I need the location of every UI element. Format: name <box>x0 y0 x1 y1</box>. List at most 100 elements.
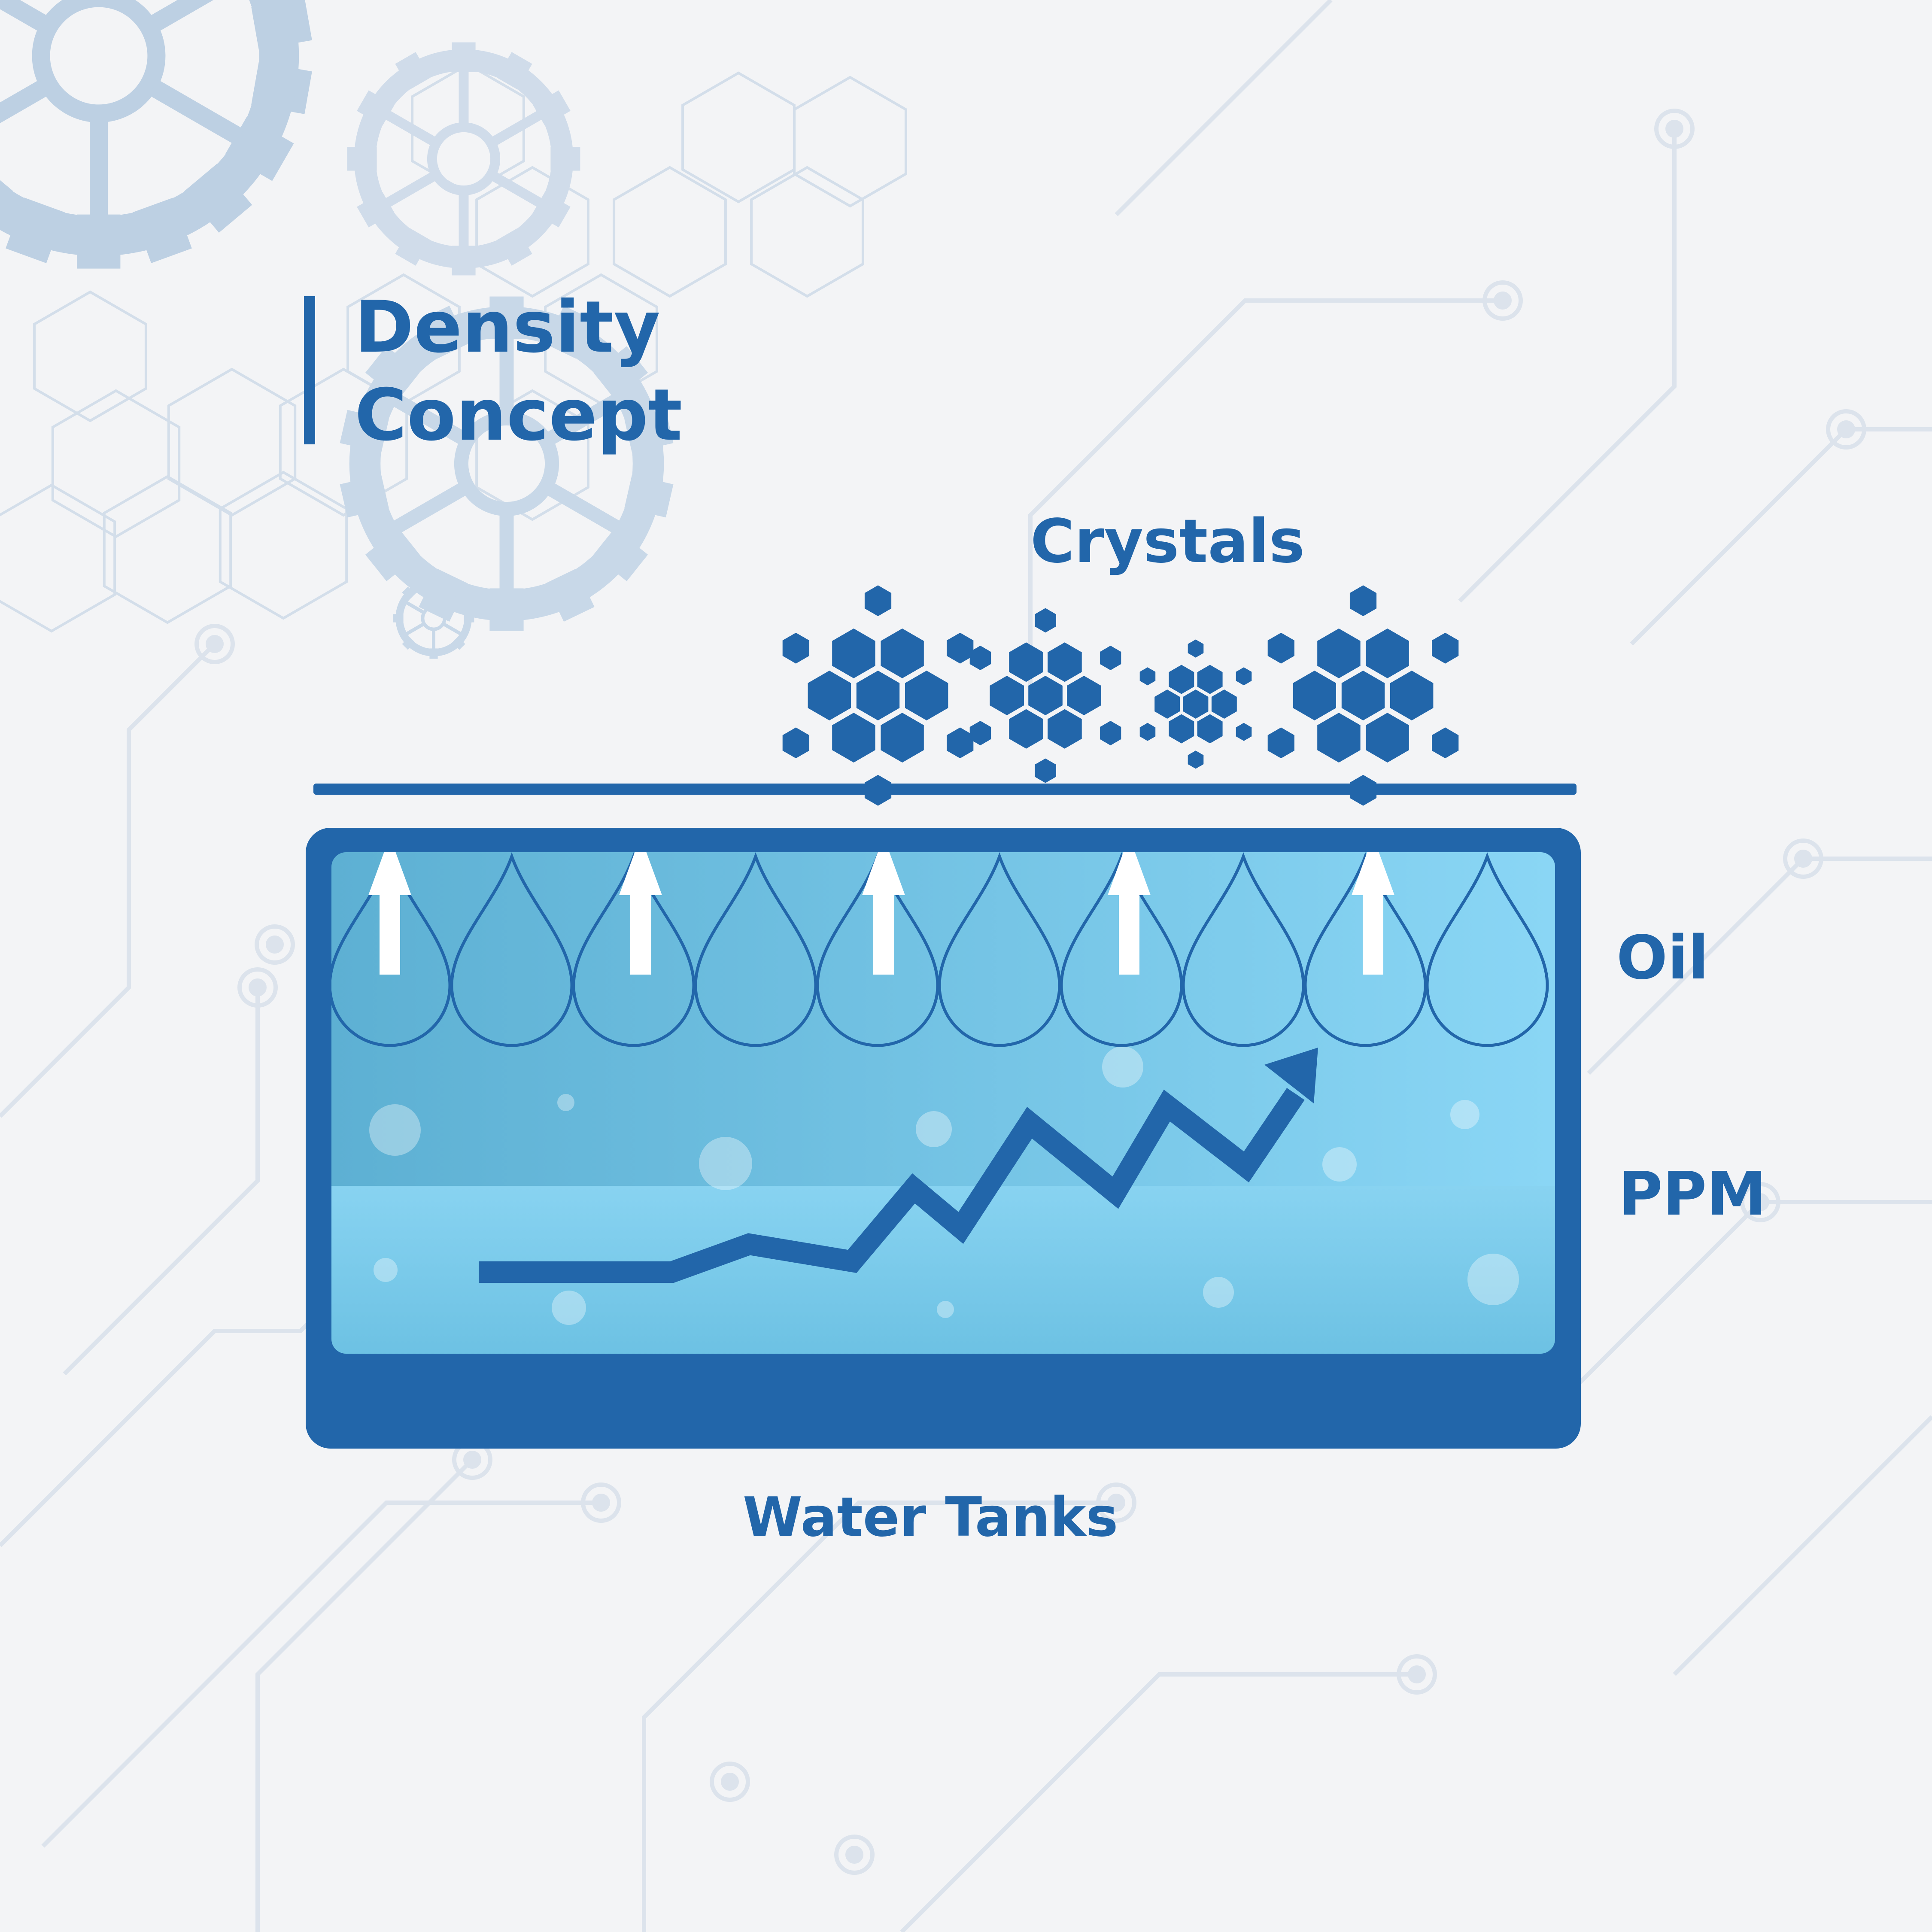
up-arrow-icon <box>1352 852 1394 975</box>
background-hexagon <box>103 475 232 624</box>
hexagon-crystal-icon <box>1317 713 1361 763</box>
hexagon-crystal-icon <box>1236 667 1252 686</box>
circuit-trace <box>63 987 260 1376</box>
circuit-trace <box>1115 0 1333 216</box>
up-arrow-icon <box>862 852 905 975</box>
hexagon-crystal-icon <box>1154 690 1180 719</box>
gear-icon <box>340 296 674 631</box>
hexagon-crystal-icon <box>864 775 892 806</box>
hexagon-crystal-icon <box>969 645 991 670</box>
circuit-node-core <box>1494 292 1512 310</box>
hexagon-crystal-icon <box>1048 709 1082 749</box>
hexagon-crystal-icon <box>1028 676 1063 715</box>
gear-icon <box>393 577 474 659</box>
hexagon-crystal-icon <box>905 671 948 720</box>
drop-icon <box>450 852 574 1047</box>
ppm-trend-line <box>479 1088 1305 1283</box>
drop-icon <box>938 852 1061 1047</box>
circuit-trace <box>642 1501 1116 1932</box>
title-line-1: Density <box>355 286 660 369</box>
drop-icon <box>1303 852 1427 1047</box>
circuit-node-core <box>592 1494 610 1512</box>
circuit-node-core <box>845 1846 863 1864</box>
label-water-tanks: Water Tanks <box>743 1485 1118 1549</box>
circuit-trace <box>255 1458 474 1932</box>
hexagon-crystal-icon <box>1349 775 1377 806</box>
circuit-trace <box>0 642 216 1118</box>
hexagon-crystal-icon <box>969 721 991 746</box>
background-hexagon <box>681 71 796 204</box>
oil-drops-group <box>331 852 1549 1047</box>
circuit-node-core <box>1665 120 1683 138</box>
circuit-node-core <box>1794 850 1812 868</box>
up-arrow-icon <box>368 852 411 975</box>
trend-arrow-icon <box>1264 1048 1318 1103</box>
label-crystals: Crystals <box>1030 507 1305 577</box>
hexagon-crystal-icon <box>1169 665 1194 694</box>
bubble-icon <box>1450 1100 1479 1129</box>
bubble-icon <box>557 1094 574 1111</box>
hexagon-crystal-icon <box>947 632 974 664</box>
circuit-node <box>237 967 278 1008</box>
hexagon-crystal-icon <box>1009 642 1043 682</box>
hexagon-crystal-icon <box>1267 727 1294 759</box>
circuit-trace <box>1673 1415 1932 1676</box>
hexagon-crystal-icon <box>856 671 900 720</box>
circuit-node <box>1740 1182 1780 1222</box>
circuit-node <box>1397 1654 1437 1695</box>
background-hexagon <box>0 483 116 633</box>
hexagon-crystal-icon <box>1139 723 1156 741</box>
hexagon-crystal-icon <box>864 585 892 617</box>
gear-decoration <box>0 0 674 659</box>
circuit-trace <box>1028 298 1503 687</box>
crystal-cluster <box>969 608 1121 783</box>
bubble-icon <box>916 1111 952 1147</box>
hexagon-crystal-icon <box>1139 667 1156 686</box>
circuit-trace <box>41 1501 601 1848</box>
hexagon-crystal-icon <box>1100 721 1121 746</box>
up-arrow-icon <box>1108 852 1151 975</box>
circuit-node <box>710 1762 750 1802</box>
drop-icon <box>1060 852 1183 1047</box>
hexagon-crystal-icon <box>1211 690 1237 719</box>
hexagon-crystal-icon <box>1197 665 1223 694</box>
hexagon-crystal-icon <box>881 713 924 763</box>
background-hexagon <box>475 166 589 298</box>
drop-icon <box>331 852 452 1047</box>
drop-icon <box>816 852 939 1047</box>
circuit-node-core <box>1837 420 1855 438</box>
circuit-node <box>1482 280 1523 321</box>
hexagon-crystal-icon <box>881 628 924 678</box>
circuit-node <box>255 924 295 965</box>
circuit-node <box>1826 409 1866 450</box>
circuit-node <box>1096 1482 1136 1523</box>
hexagon-crystal-icon <box>1067 676 1101 715</box>
bubble-icon <box>937 1301 954 1318</box>
hexagon-crystal-icon <box>832 713 875 763</box>
surface-line <box>313 784 1577 795</box>
hexagon-crystal-icon <box>1035 608 1056 633</box>
crystal-cluster <box>782 585 974 806</box>
circuit-node-core <box>1107 1494 1125 1512</box>
hexagon-crystal-icon <box>1341 671 1385 720</box>
background-hexagon <box>613 166 727 298</box>
circuit-node <box>1654 109 1695 149</box>
drop-icon <box>1182 852 1305 1047</box>
hexagon-crystal-icon <box>1432 632 1459 664</box>
hexagon-crystal-icon <box>947 727 974 759</box>
label-oil: Oil <box>1616 923 1709 993</box>
hexagon-crystal-icon <box>1100 645 1121 670</box>
hexagon-crystal-icon <box>1432 727 1459 759</box>
hexagon-crystal-icon <box>1366 713 1409 763</box>
bubble-icon <box>1322 1147 1357 1182</box>
circuit-node-core <box>206 635 224 653</box>
hexagon-crystal-icon <box>1317 628 1361 678</box>
hexagon-crystal-icon <box>1035 758 1056 783</box>
hexagon-crystal-icon <box>1236 723 1252 741</box>
bubble-icon <box>374 1258 398 1282</box>
hexagon-crystal-icon <box>782 632 809 664</box>
hexagon-crystal-icon <box>1188 639 1204 658</box>
circuit-node <box>834 1835 875 1875</box>
